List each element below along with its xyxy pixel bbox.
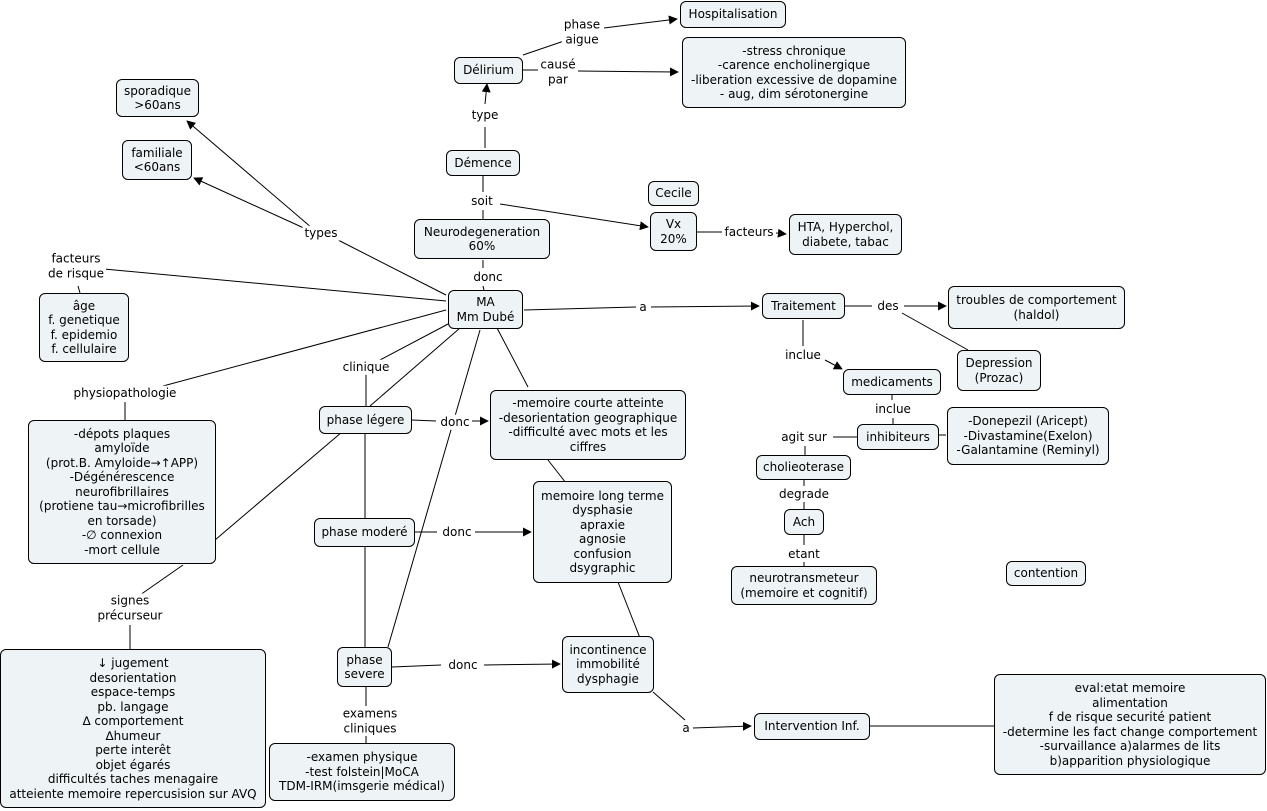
node-troubles[interactable]: troubles de comportement (haldol) xyxy=(948,286,1125,329)
node-examens-cliniques-box[interactable]: -examen physique -test folstein|MoCA TDM… xyxy=(269,743,455,801)
label-cause-par: causé par xyxy=(538,57,578,87)
label-types: types xyxy=(302,225,340,241)
label-degrade: degrade xyxy=(777,486,831,502)
label-inclue-medicaments: inclue xyxy=(783,347,823,363)
node-modere-symptoms[interactable]: memoire long terme dysphasie apraxie agn… xyxy=(533,481,672,583)
node-physiopathologie-box[interactable]: -dépots plaques amyloïde (prot.B. Amyloi… xyxy=(28,420,216,564)
label-a-traitement: a xyxy=(637,299,649,315)
node-hospitalisation[interactable]: Hospitalisation xyxy=(680,1,786,28)
node-familiale[interactable]: familiale <60ans xyxy=(122,140,192,180)
node-vx[interactable]: Vx 20% xyxy=(650,212,697,251)
node-severe-symptoms[interactable]: incontinence immobilité dysphagie xyxy=(562,636,654,693)
node-legere-symptoms[interactable]: -memoire courte atteinte -desorientation… xyxy=(490,390,686,460)
node-cecile[interactable]: Cecile xyxy=(648,181,699,206)
node-facteurs-risque-list[interactable]: âge f. genetique f. epidemio f. cellulai… xyxy=(39,293,129,362)
label-facteurs-de-risque: facteurs de risque xyxy=(46,251,106,281)
node-hta[interactable]: HTA, Hyperchol, diabete, tabac xyxy=(789,214,902,255)
label-donc-legere: donc xyxy=(438,414,472,430)
node-intervention-inf[interactable]: Intervention Inf. xyxy=(754,713,870,740)
node-signes-precurseurs-box[interactable]: ↓ jugement desorientation espace-temps p… xyxy=(0,649,266,808)
label-donc-severe: donc xyxy=(446,657,480,673)
label-soit: soit xyxy=(469,193,495,209)
label-phase-aigue: phase aigue xyxy=(561,17,603,47)
node-demence[interactable]: Démence xyxy=(446,150,520,176)
node-phase-modere[interactable]: phase moderé xyxy=(314,518,415,547)
node-inhibiteurs-list[interactable]: -Donepezil (Aricept) -Divastamine(Exelon… xyxy=(947,407,1109,465)
label-agit-sur: agit sur xyxy=(779,429,829,445)
label-inclue-inhibiteurs: inclue xyxy=(873,401,913,417)
label-donc-modere: donc xyxy=(440,524,474,540)
node-phase-severe[interactable]: phase severe xyxy=(337,647,392,687)
label-etant: etant xyxy=(786,546,822,562)
node-evaluation-box[interactable]: eval:etat memoire alimentation f de risq… xyxy=(994,674,1266,775)
node-inhibiteurs[interactable]: inhibiteurs xyxy=(857,424,939,450)
label-examens-cliniques: examens cliniques xyxy=(340,706,400,736)
label-clinique: clinique xyxy=(340,359,392,375)
label-physiopathologie: physiopathologie xyxy=(71,385,179,401)
label-des: des xyxy=(875,298,901,314)
node-ach[interactable]: Ach xyxy=(784,509,824,535)
node-contention[interactable]: contention xyxy=(1006,561,1086,586)
node-causes-delirium[interactable]: -stress chronique -carence encholinergiq… xyxy=(682,37,906,108)
node-phase-legere[interactable]: phase légere xyxy=(319,406,412,434)
node-ma[interactable]: MA Mm Dubé xyxy=(448,290,523,329)
node-medicaments[interactable]: medicaments xyxy=(843,369,941,395)
node-delirium[interactable]: Délirium xyxy=(454,57,523,84)
node-cholieoterase[interactable]: cholieoterase xyxy=(756,455,851,480)
node-depression[interactable]: Depression (Prozac) xyxy=(957,350,1041,391)
label-type: type xyxy=(469,107,501,123)
label-donc-ma: donc xyxy=(471,269,505,285)
node-neurodegeneration[interactable]: Neurodegeneration 60% xyxy=(414,219,550,259)
label-facteurs: facteurs xyxy=(722,224,776,240)
node-traitement[interactable]: Traitement xyxy=(762,293,845,319)
node-sporadique[interactable]: sporadique >60ans xyxy=(116,79,199,117)
node-neurotransmeteur[interactable]: neurotransmeteur (memoire et cognitif) xyxy=(731,566,877,605)
label-signes-precurseur: signes précurseur xyxy=(95,593,165,623)
label-a-intervention: a xyxy=(680,720,692,736)
